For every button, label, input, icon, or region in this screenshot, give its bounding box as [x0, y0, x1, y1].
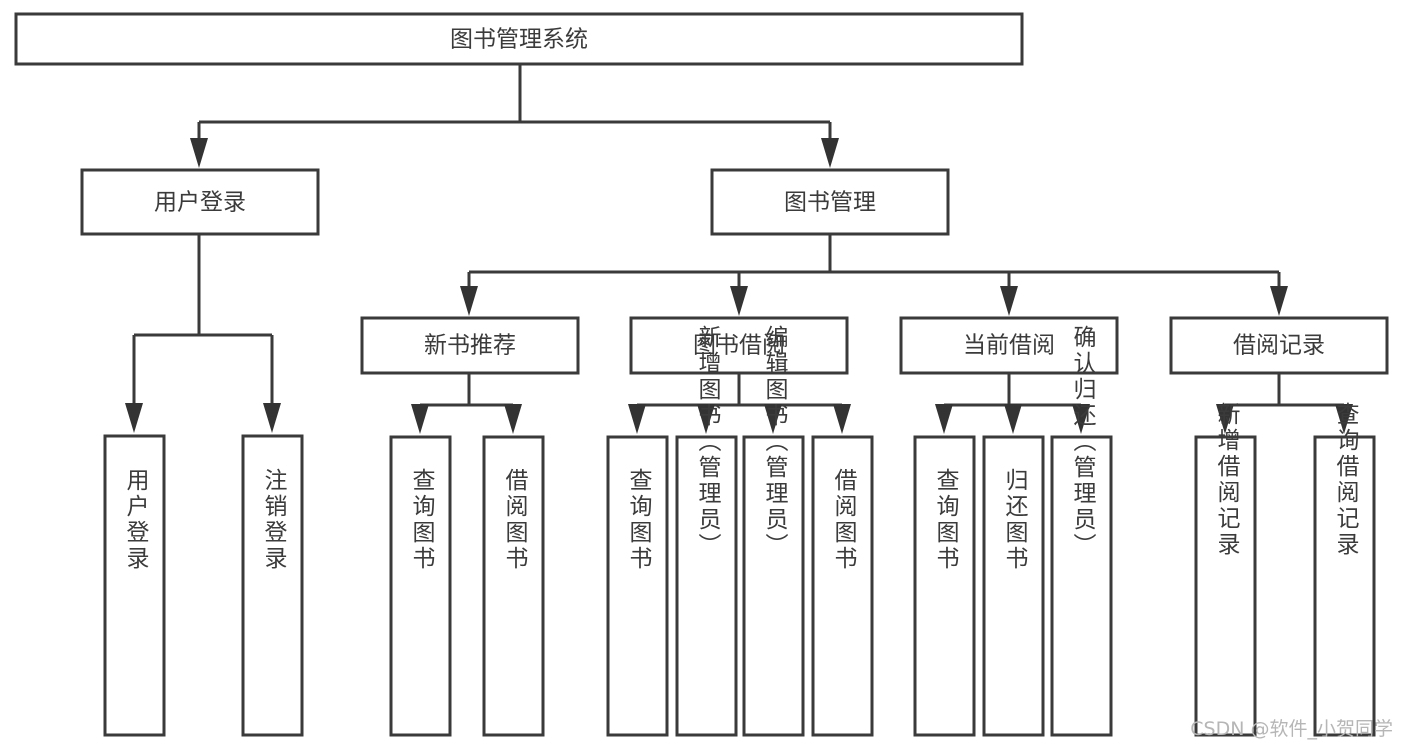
leaf-current-borrow-2-box[interactable] — [982, 435, 1045, 737]
arrow-head-leaf-borrow-record-2 — [1335, 404, 1353, 434]
arrow-head-leaf-new-book-2 — [504, 404, 522, 434]
leaf-current-borrow-3-label: 确认归还（管理员） — [1069, 325, 1097, 559]
leaf-new-book-1-label: 查询图书 — [408, 468, 436, 572]
connector-layer — [125, 64, 1353, 434]
leaf-user-login-1-label: 用户登录 — [122, 468, 150, 572]
leaf-book-borrow-3-box[interactable] — [742, 435, 805, 737]
leaf-current-borrow-3[interactable]: 确认归还（管理员） — [1050, 325, 1113, 737]
leaf-user-login-2-box[interactable] — [241, 434, 304, 737]
arrow-head-leaf-book-borrow-4 — [833, 404, 851, 434]
arrow-head-leaf-current-borrow-2 — [1004, 404, 1022, 434]
leaf-borrow-record-1-label: 新增借阅记录 — [1213, 402, 1241, 558]
node-borrow-record-box[interactable] — [1169, 316, 1389, 375]
leaf-new-book-2-box[interactable] — [482, 435, 545, 737]
node-current-borrow-label: 当前借阅 — [963, 333, 1055, 359]
node-current-borrow-box[interactable] — [899, 316, 1119, 375]
node-borrow-record[interactable]: 借阅记录 — [1169, 316, 1389, 375]
leaf-book-borrow-3[interactable]: 编辑图书（管理员） — [742, 325, 805, 737]
node-book-management-box[interactable] — [710, 168, 950, 236]
leaf-book-borrow-4-box[interactable] — [811, 435, 874, 737]
node-new-book-recommend-box[interactable] — [360, 316, 580, 375]
arrow-head-leaf-borrow-record-1 — [1216, 404, 1234, 434]
leaf-user-login-2[interactable]: 注销登录 — [241, 434, 304, 737]
arrow-head-book-mgmt — [821, 138, 839, 168]
node-book-borrow-label: 图书借阅 — [693, 333, 785, 359]
node-user-login[interactable]: 用户登录 — [80, 168, 320, 236]
leaf-current-borrow-3-box[interactable] — [1050, 435, 1113, 737]
node-book-management[interactable]: 图书管理 — [710, 168, 950, 236]
leaf-book-borrow-1[interactable]: 查询图书 — [606, 435, 669, 737]
node-new-book-recommend[interactable]: 新书推荐 — [360, 316, 580, 375]
node-user-login-label: 用户登录 — [154, 190, 246, 216]
node-user-login-box[interactable] — [80, 168, 320, 236]
leaf-new-book-2[interactable]: 借阅图书 — [482, 435, 545, 737]
node-root-box[interactable] — [14, 12, 1024, 66]
leaf-borrow-record-1[interactable]: 新增借阅记录 — [1194, 402, 1257, 737]
leaf-current-borrow-2[interactable]: 归还图书 — [982, 435, 1045, 737]
node-current-borrow[interactable]: 当前借阅 — [899, 316, 1119, 375]
node-root[interactable]: 图书管理系统 — [14, 12, 1024, 66]
node-book-borrow[interactable]: 图书借阅 — [629, 316, 849, 375]
leaf-current-borrow-2-label: 归还图书 — [1001, 468, 1029, 572]
leaf-new-book-2-label: 借阅图书 — [501, 468, 529, 572]
node-book-management-label: 图书管理 — [784, 190, 876, 216]
node-root-label: 图书管理系统 — [450, 27, 588, 53]
node-borrow-record-label: 借阅记录 — [1233, 333, 1325, 359]
leaf-book-borrow-1-label: 查询图书 — [625, 468, 653, 572]
leaf-current-borrow-1-label: 查询图书 — [932, 468, 960, 572]
arrow-head-book-borrow — [730, 286, 748, 316]
leaf-book-borrow-3-label: 编辑图书（管理员） — [761, 325, 789, 559]
arrow-head-current-borrow — [1000, 286, 1018, 316]
arrow-head-leaf-book-borrow-2 — [697, 404, 715, 434]
node-new-book-recommend-label: 新书推荐 — [424, 333, 516, 359]
node-book-borrow-box[interactable] — [629, 316, 849, 375]
leaf-borrow-record-2-label: 查询借阅记录 — [1332, 402, 1360, 558]
arrow-head-leaf-current-borrow-3 — [1072, 404, 1090, 434]
arrow-head-borrow-record — [1270, 286, 1288, 316]
leaf-book-borrow-2-label: 新增图书（管理员） — [694, 325, 722, 559]
leaf-user-login-1[interactable]: 用户登录 — [103, 434, 166, 737]
leaf-user-login-2-label: 注销登录 — [260, 468, 288, 572]
arrow-head-leaf-user-login-1 — [125, 403, 143, 433]
leaf-new-book-1[interactable]: 查询图书 — [389, 435, 452, 737]
arrow-head-leaf-new-book-1 — [411, 404, 429, 434]
leaf-borrow-record-2-box[interactable] — [1313, 435, 1376, 737]
leaf-borrow-record-1-box[interactable] — [1194, 435, 1257, 737]
arrow-head-leaf-book-borrow-1 — [628, 404, 646, 434]
leaf-new-book-1-box[interactable] — [389, 435, 452, 737]
leaf-book-borrow-2-box[interactable] — [675, 435, 738, 737]
arrow-head-leaf-current-borrow-1 — [935, 404, 953, 434]
leaf-book-borrow-4-label: 借阅图书 — [830, 468, 858, 572]
arrow-head-new-book-recommend — [460, 286, 478, 316]
leaf-book-borrow-4[interactable]: 借阅图书 — [811, 435, 874, 737]
arrow-head-leaf-user-login-2 — [263, 403, 281, 433]
leaf-user-login-1-box[interactable] — [103, 434, 166, 737]
leaf-book-borrow-2[interactable]: 新增图书（管理员） — [675, 325, 738, 737]
watermark: CSDN @软件_小贺同学 — [1190, 718, 1393, 740]
leaf-current-borrow-1-box[interactable] — [913, 435, 976, 737]
arrow-head-user-login — [190, 138, 208, 168]
leaf-current-borrow-1[interactable]: 查询图书 — [913, 435, 976, 737]
arrow-head-leaf-book-borrow-3 — [764, 404, 782, 434]
leaf-book-borrow-1-box[interactable] — [606, 435, 669, 737]
leaf-borrow-record-2[interactable]: 查询借阅记录 — [1313, 402, 1376, 737]
